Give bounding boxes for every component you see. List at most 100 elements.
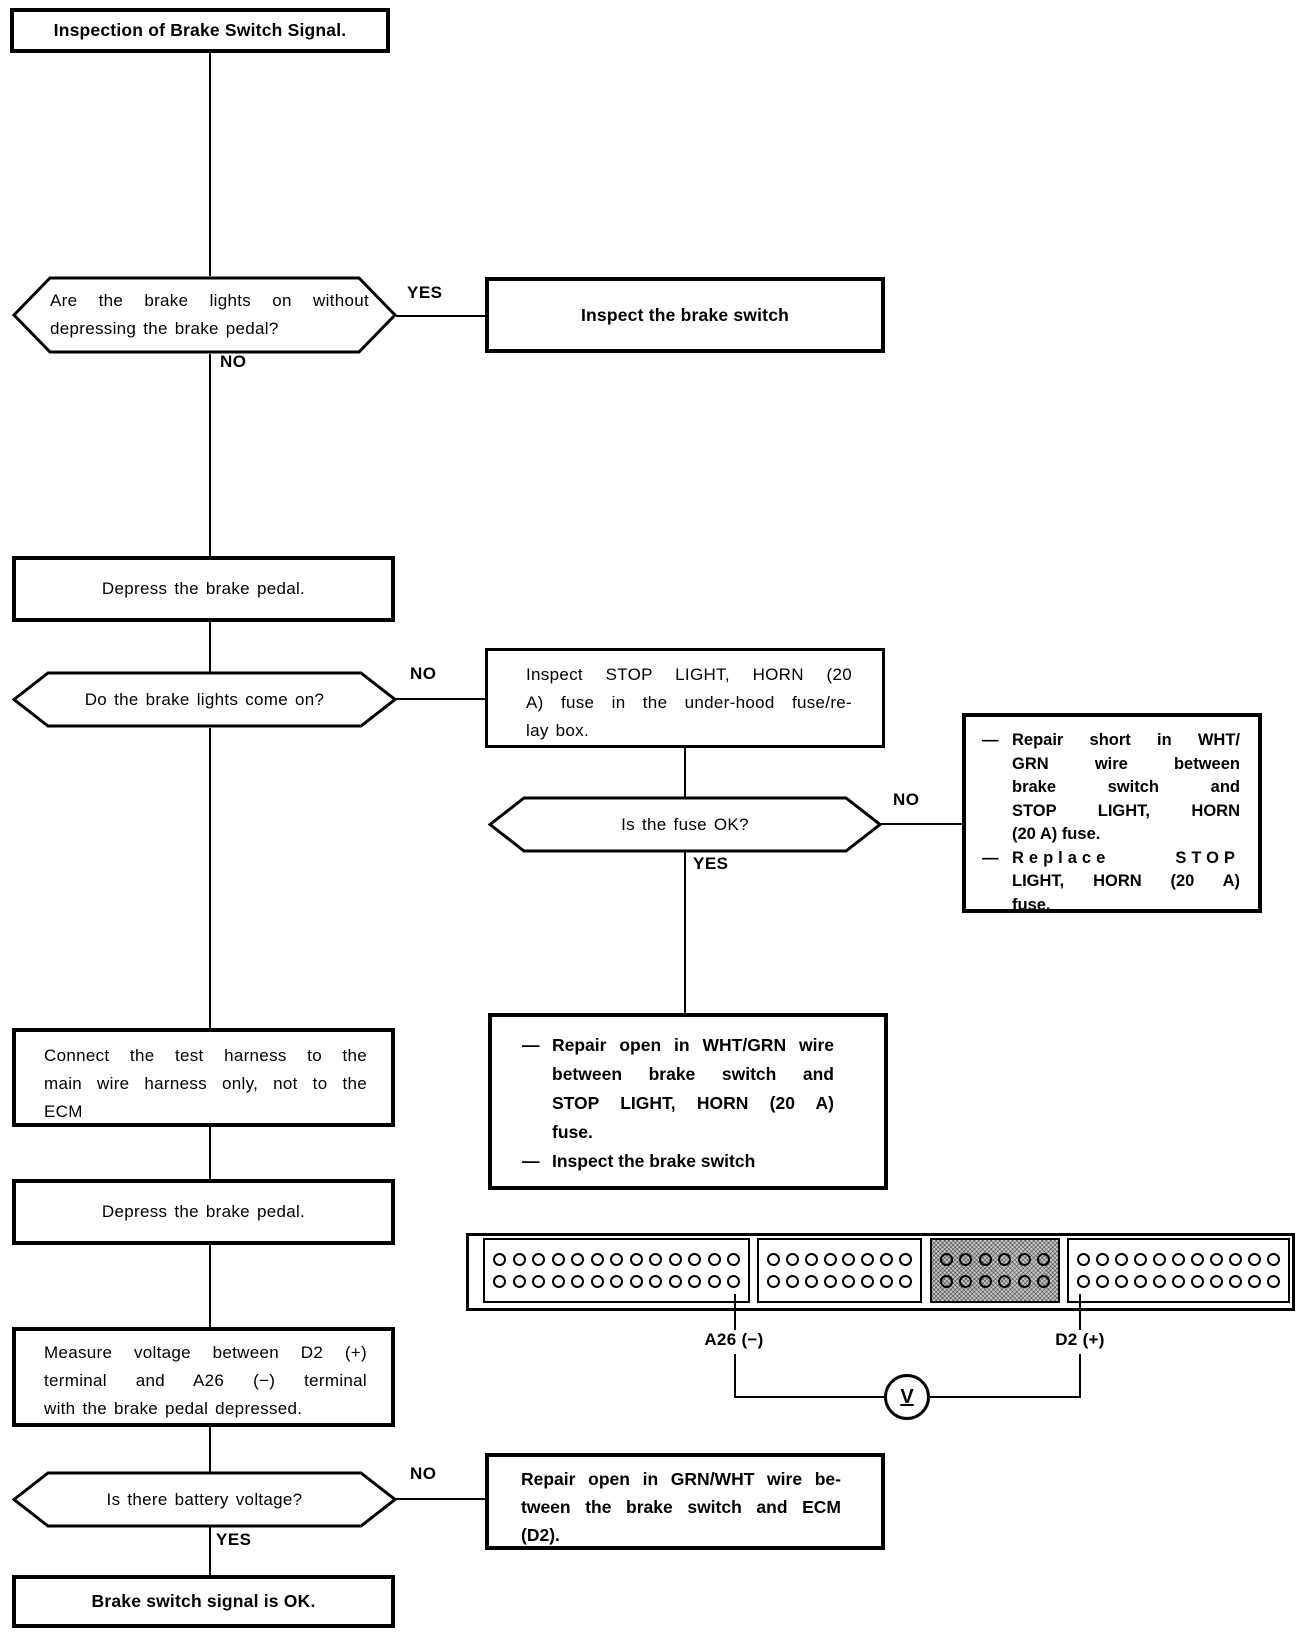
connector-pin <box>727 1252 740 1266</box>
probe-wire <box>930 1396 1080 1398</box>
connector-pin <box>767 1275 780 1289</box>
action-repair-open-grn-wht: Repair open in GRN/WHT wire be- tween th… <box>485 1453 885 1550</box>
connector-pin <box>610 1252 623 1266</box>
list-item: — Inspect the brake switch <box>522 1147 834 1176</box>
action-label: Depress the brake pedal. <box>101 1202 306 1221</box>
action-repair-short-wht-grn: — Repair short in WHT/ GRN wire between … <box>962 713 1262 914</box>
action-label: Depress the brake pedal. <box>101 579 306 598</box>
connector-pin <box>493 1252 506 1266</box>
connector-pin <box>551 1275 565 1289</box>
connector-pin <box>785 1275 799 1289</box>
list-item: — Repair short in WHT/ GRN wire between … <box>982 729 1240 847</box>
dash-bullet: — <box>522 1151 540 1171</box>
start-box-label: Inspection of Brake Switch Signal. <box>53 20 347 40</box>
connector-pin <box>629 1275 643 1289</box>
branch-label-no: NO <box>410 664 437 683</box>
list-item: — Replace STOP LIGHT, HORN (20 A) fuse. <box>982 847 1240 918</box>
action-depress-brake-pedal-2: Depress the brake pedal. <box>12 1179 395 1245</box>
action-depress-brake-pedal-1: Depress the brake pedal. <box>12 556 395 622</box>
connector-pin <box>1210 1275 1223 1289</box>
decision-text: Is the fuse OK? <box>621 814 749 834</box>
connector-pin <box>1267 1275 1280 1289</box>
probe-wire <box>1079 1294 1081 1330</box>
action-label: Inspect the brake switch <box>580 304 790 325</box>
decision-brake-lights-on: Are the brake lights on without depressi… <box>12 276 397 354</box>
connector-pin <box>978 1275 992 1289</box>
connector-pin <box>532 1275 545 1289</box>
end-box-brake-switch-ok: Brake switch signal is OK. <box>12 1575 395 1628</box>
end-box-label: Brake switch signal is OK. <box>91 1591 316 1611</box>
terminal-label-d2: D2 (+) <box>1055 1330 1105 1349</box>
connector-pin <box>1017 1252 1031 1266</box>
branch-label-yes: YES <box>216 1530 252 1549</box>
connector-pin <box>842 1275 856 1289</box>
connector-pin <box>668 1252 682 1266</box>
connector-pin <box>649 1252 662 1266</box>
connector-pin <box>668 1275 682 1289</box>
connector-pin <box>1115 1275 1128 1289</box>
connector-pin <box>998 1252 1012 1266</box>
connector-pin <box>898 1275 912 1289</box>
connector-pin <box>1248 1252 1261 1266</box>
terminal-label-a26: A26 (−) <box>704 1330 764 1349</box>
flow-line <box>209 1245 211 1327</box>
connector-pin <box>785 1252 799 1266</box>
connector-pin <box>1172 1252 1185 1266</box>
connector-pin <box>880 1252 894 1266</box>
connector-pin <box>804 1252 818 1266</box>
connector-pin <box>512 1252 526 1266</box>
branch-label-no: NO <box>410 1464 437 1483</box>
connector-pin <box>1096 1252 1109 1266</box>
decision-hexagon-shape <box>488 796 882 853</box>
connector-pin <box>629 1252 643 1266</box>
connector-section-d <box>1067 1238 1290 1303</box>
pin-row <box>1077 1252 1280 1266</box>
connector-section-b <box>757 1238 922 1303</box>
flow-line <box>209 1126 211 1179</box>
probe-wire <box>734 1294 736 1330</box>
decision-text: Is there battery voltage? <box>106 1489 303 1509</box>
pin-row <box>767 1275 912 1289</box>
decision-text: Do the brake lights come on? <box>84 689 325 709</box>
action-text: — Repair short in WHT/ GRN wire between … <box>982 729 1240 917</box>
connector-pin <box>1267 1252 1280 1266</box>
connector-pin <box>551 1252 565 1266</box>
connector-pin <box>823 1275 837 1289</box>
connector-pin <box>1017 1275 1031 1289</box>
branch-line-no <box>396 1498 485 1500</box>
connector-pin <box>493 1275 506 1289</box>
branch-line-no <box>881 823 962 825</box>
connector-pin <box>571 1252 584 1266</box>
connector-pin <box>590 1252 604 1266</box>
flow-line <box>209 1427 211 1473</box>
pin-row <box>940 1275 1050 1289</box>
connector-pin <box>688 1275 701 1289</box>
connector-pin <box>1077 1275 1090 1289</box>
decision-brake-lights-come-on: Do the brake lights come on? <box>12 671 397 728</box>
connector-pin <box>861 1252 875 1266</box>
connector-pin <box>1036 1252 1050 1266</box>
decision-battery-voltage: Is there battery voltage? <box>12 1471 397 1528</box>
flow-line <box>209 1526 211 1575</box>
connector-section-c <box>930 1238 1060 1303</box>
connector-pin <box>959 1252 973 1266</box>
branch-line-yes <box>396 315 485 317</box>
connector-pin <box>1134 1252 1147 1266</box>
connector-pin <box>1229 1275 1242 1289</box>
connector-pin <box>649 1275 662 1289</box>
decision-text: Are the brake lights on without depressi… <box>50 291 369 338</box>
action-text: — Repair open in WHT/GRN wire between br… <box>522 1031 834 1176</box>
connector-pin <box>688 1252 701 1266</box>
connector-pin <box>1115 1252 1128 1266</box>
connector-pin <box>1172 1275 1185 1289</box>
connector-pin <box>1229 1252 1242 1266</box>
connector-pin <box>707 1275 721 1289</box>
connector-pin <box>1077 1252 1090 1266</box>
branch-line-no <box>396 698 485 700</box>
decision-fuse-ok: Is the fuse OK? <box>488 796 882 853</box>
connector-pin <box>959 1275 973 1289</box>
flow-line <box>684 851 686 1013</box>
branch-label-yes: YES <box>693 854 729 873</box>
connector-pin <box>998 1275 1012 1289</box>
